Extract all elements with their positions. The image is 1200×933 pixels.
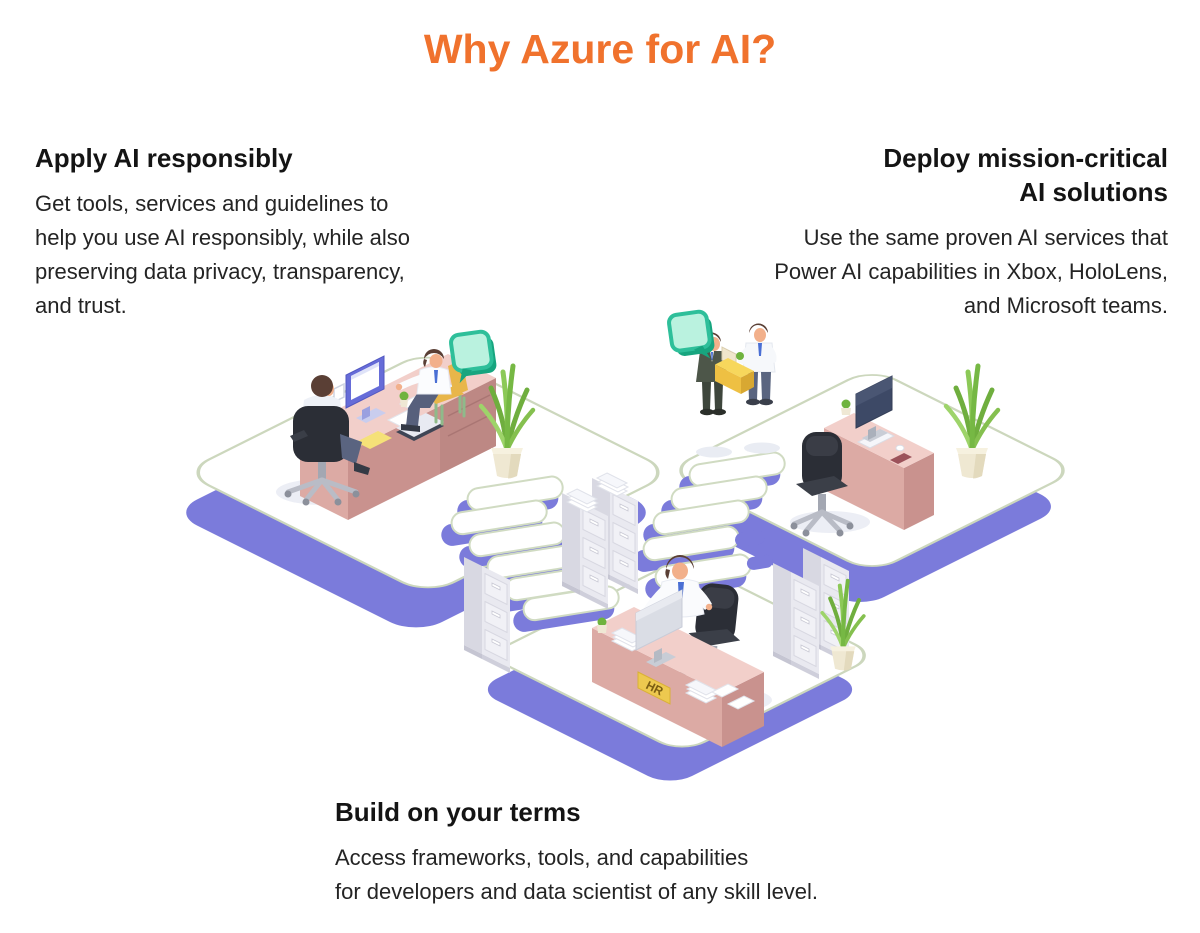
desk-plant	[841, 399, 851, 409]
speech-bubble-right	[667, 309, 715, 359]
monitor-bottom-back	[635, 589, 683, 667]
section-deploy-heading: Deploy mission-critical AI solutions	[883, 143, 1168, 207]
pill-nub	[735, 530, 765, 547]
notepad	[890, 453, 912, 464]
tie	[434, 370, 438, 383]
section-apply-heading: Apply AI responsibly	[35, 143, 293, 173]
desk-cactus	[597, 617, 607, 627]
office-chair-back	[293, 406, 349, 462]
monitor-right	[855, 375, 893, 442]
folder	[356, 431, 392, 449]
pill-nub	[746, 554, 773, 570]
person-hr	[643, 555, 713, 618]
monitor-left	[333, 355, 386, 423]
page-title: Why Azure for AI?	[423, 26, 777, 72]
floor-shadow	[696, 446, 732, 458]
section-apply-ai: Apply AI responsibly Get tools, services…	[35, 141, 475, 323]
person-interviewee	[395, 349, 468, 432]
person-interviewer	[284, 375, 370, 506]
steps-right	[629, 449, 789, 603]
section-build-heading: Build on your terms	[335, 797, 581, 827]
belongings-box	[715, 346, 754, 394]
desk-bottom: HR	[592, 607, 764, 747]
speech-bubble-left	[449, 329, 497, 384]
section-build-body: Access frameworks, tools, and capabiliti…	[335, 845, 819, 904]
section-apply-body: Get tools, services and guidelines to he…	[35, 191, 411, 318]
person-leaving	[715, 323, 777, 406]
photo-frame	[333, 382, 345, 404]
desk-right	[824, 413, 934, 530]
floor-shadow	[744, 442, 780, 454]
section-deploy-body: Use the same proven AI services that Pow…	[774, 225, 1168, 318]
scene-hr-desk: HR	[592, 555, 864, 747]
scene-handshake	[667, 309, 998, 536]
scene-interview	[276, 329, 533, 520]
head	[311, 375, 333, 397]
desk-plant	[399, 391, 409, 401]
section-build: Build on your terms Access frameworks, t…	[335, 795, 915, 909]
section-deploy: Deploy mission-critical AI solutions Use…	[678, 141, 1168, 323]
mouse	[895, 444, 905, 452]
hr-sign	[637, 671, 671, 705]
